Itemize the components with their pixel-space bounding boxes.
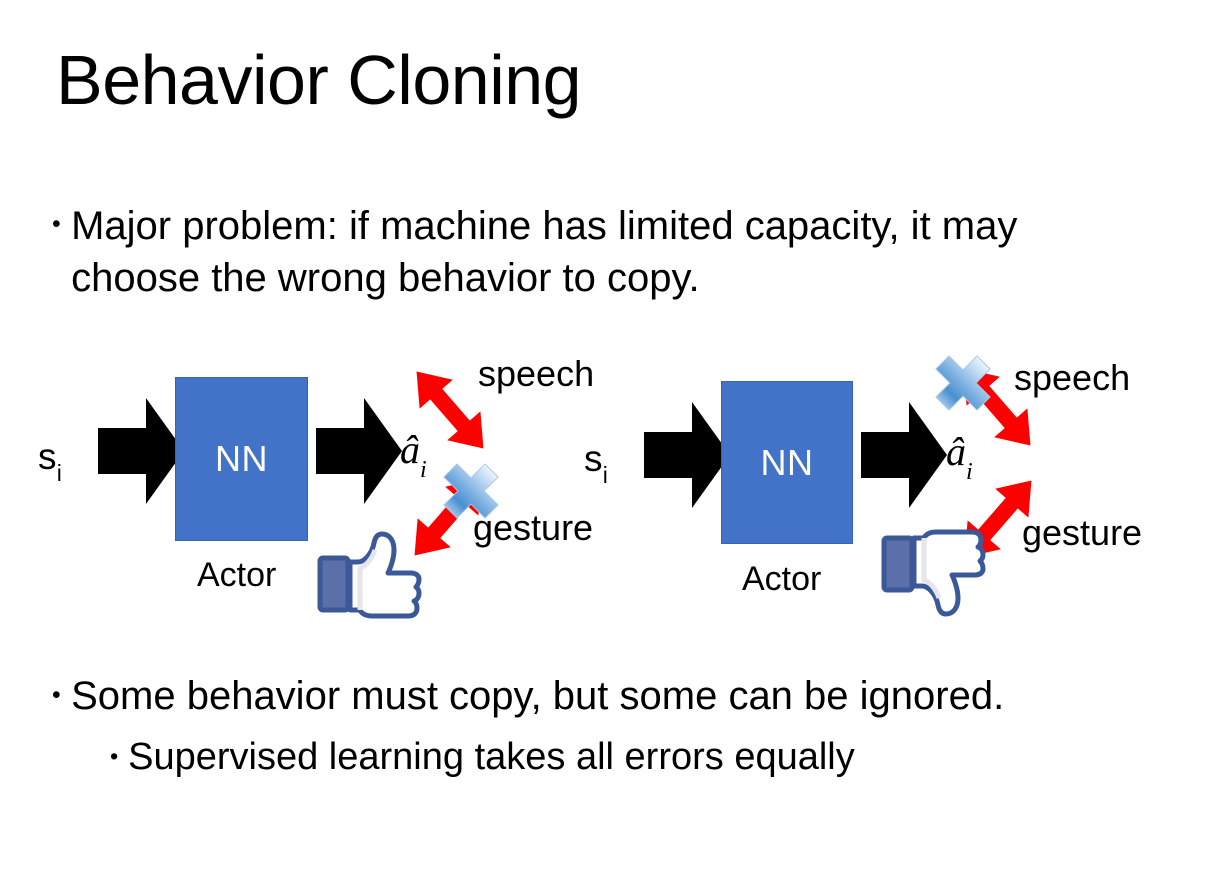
cross-out-gesture-left-icon — [438, 458, 504, 524]
nn-box-left: NN — [175, 377, 308, 541]
branch-label-gesture-left: gesture — [473, 507, 594, 548]
nn-box-label-right: NN — [760, 441, 814, 483]
state-symbol: s — [38, 436, 57, 477]
bullet-marker-icon: • — [52, 210, 61, 238]
state-subscript: i — [56, 460, 62, 487]
action-symbol: â — [400, 427, 420, 472]
action-subscript: i — [966, 458, 973, 485]
output-arrow-left-icon — [316, 396, 402, 506]
input-arrow-left-icon — [98, 396, 184, 506]
output-arrow-right-icon — [861, 400, 947, 510]
state-subscript: i — [602, 462, 608, 489]
input-arrow-right-icon — [644, 400, 730, 510]
action-subscript: i — [420, 456, 427, 483]
bullet-top: • Major problem: if machine has limited … — [52, 200, 1112, 304]
nn-box-right: NN — [721, 381, 853, 544]
bullet-bottom-primary-text: Some behavior must copy, but some can be… — [71, 674, 1005, 718]
bullet-marker-icon: • — [52, 681, 61, 709]
diagram-left-good-case: si NN Actor âi — [0, 330, 640, 640]
action-label-left: âi — [400, 427, 427, 482]
cross-out-speech-right-icon — [930, 350, 996, 416]
bullet-marker-icon: • — [110, 743, 119, 770]
branch-label-gesture-right: gesture — [1022, 512, 1143, 553]
feedback-thumbs-up-icon — [316, 528, 422, 622]
action-label-right: âi — [946, 429, 973, 484]
state-label-left: si — [38, 436, 62, 485]
branch-label-speech-right: speech — [1014, 357, 1131, 398]
branch-arrow-speech-left-icon — [400, 355, 500, 465]
state-symbol: s — [584, 438, 603, 479]
nn-box-label-left: NN — [215, 438, 268, 479]
actor-label-right: Actor — [742, 560, 822, 598]
page-title: Behavior Cloning — [56, 41, 582, 119]
actor-label-left: Actor — [197, 556, 277, 594]
bullet-bottom-secondary: • Supervised learning takes all errors e… — [110, 733, 1160, 782]
bullet-top-text: Major problem: if machine has limited ca… — [71, 204, 1018, 300]
state-label-right: si — [584, 438, 608, 487]
bullet-bottom-secondary-text: Supervised learning takes all errors equ… — [128, 736, 855, 778]
bullet-bottom-primary: • Some behavior must copy, but some can … — [52, 671, 1162, 722]
feedback-thumbs-down-icon — [880, 523, 986, 623]
diagram-right-bad-case: si NN Actor âi — [584, 330, 1210, 640]
action-symbol: â — [946, 429, 966, 474]
branch-label-speech-left: speech — [478, 353, 595, 394]
